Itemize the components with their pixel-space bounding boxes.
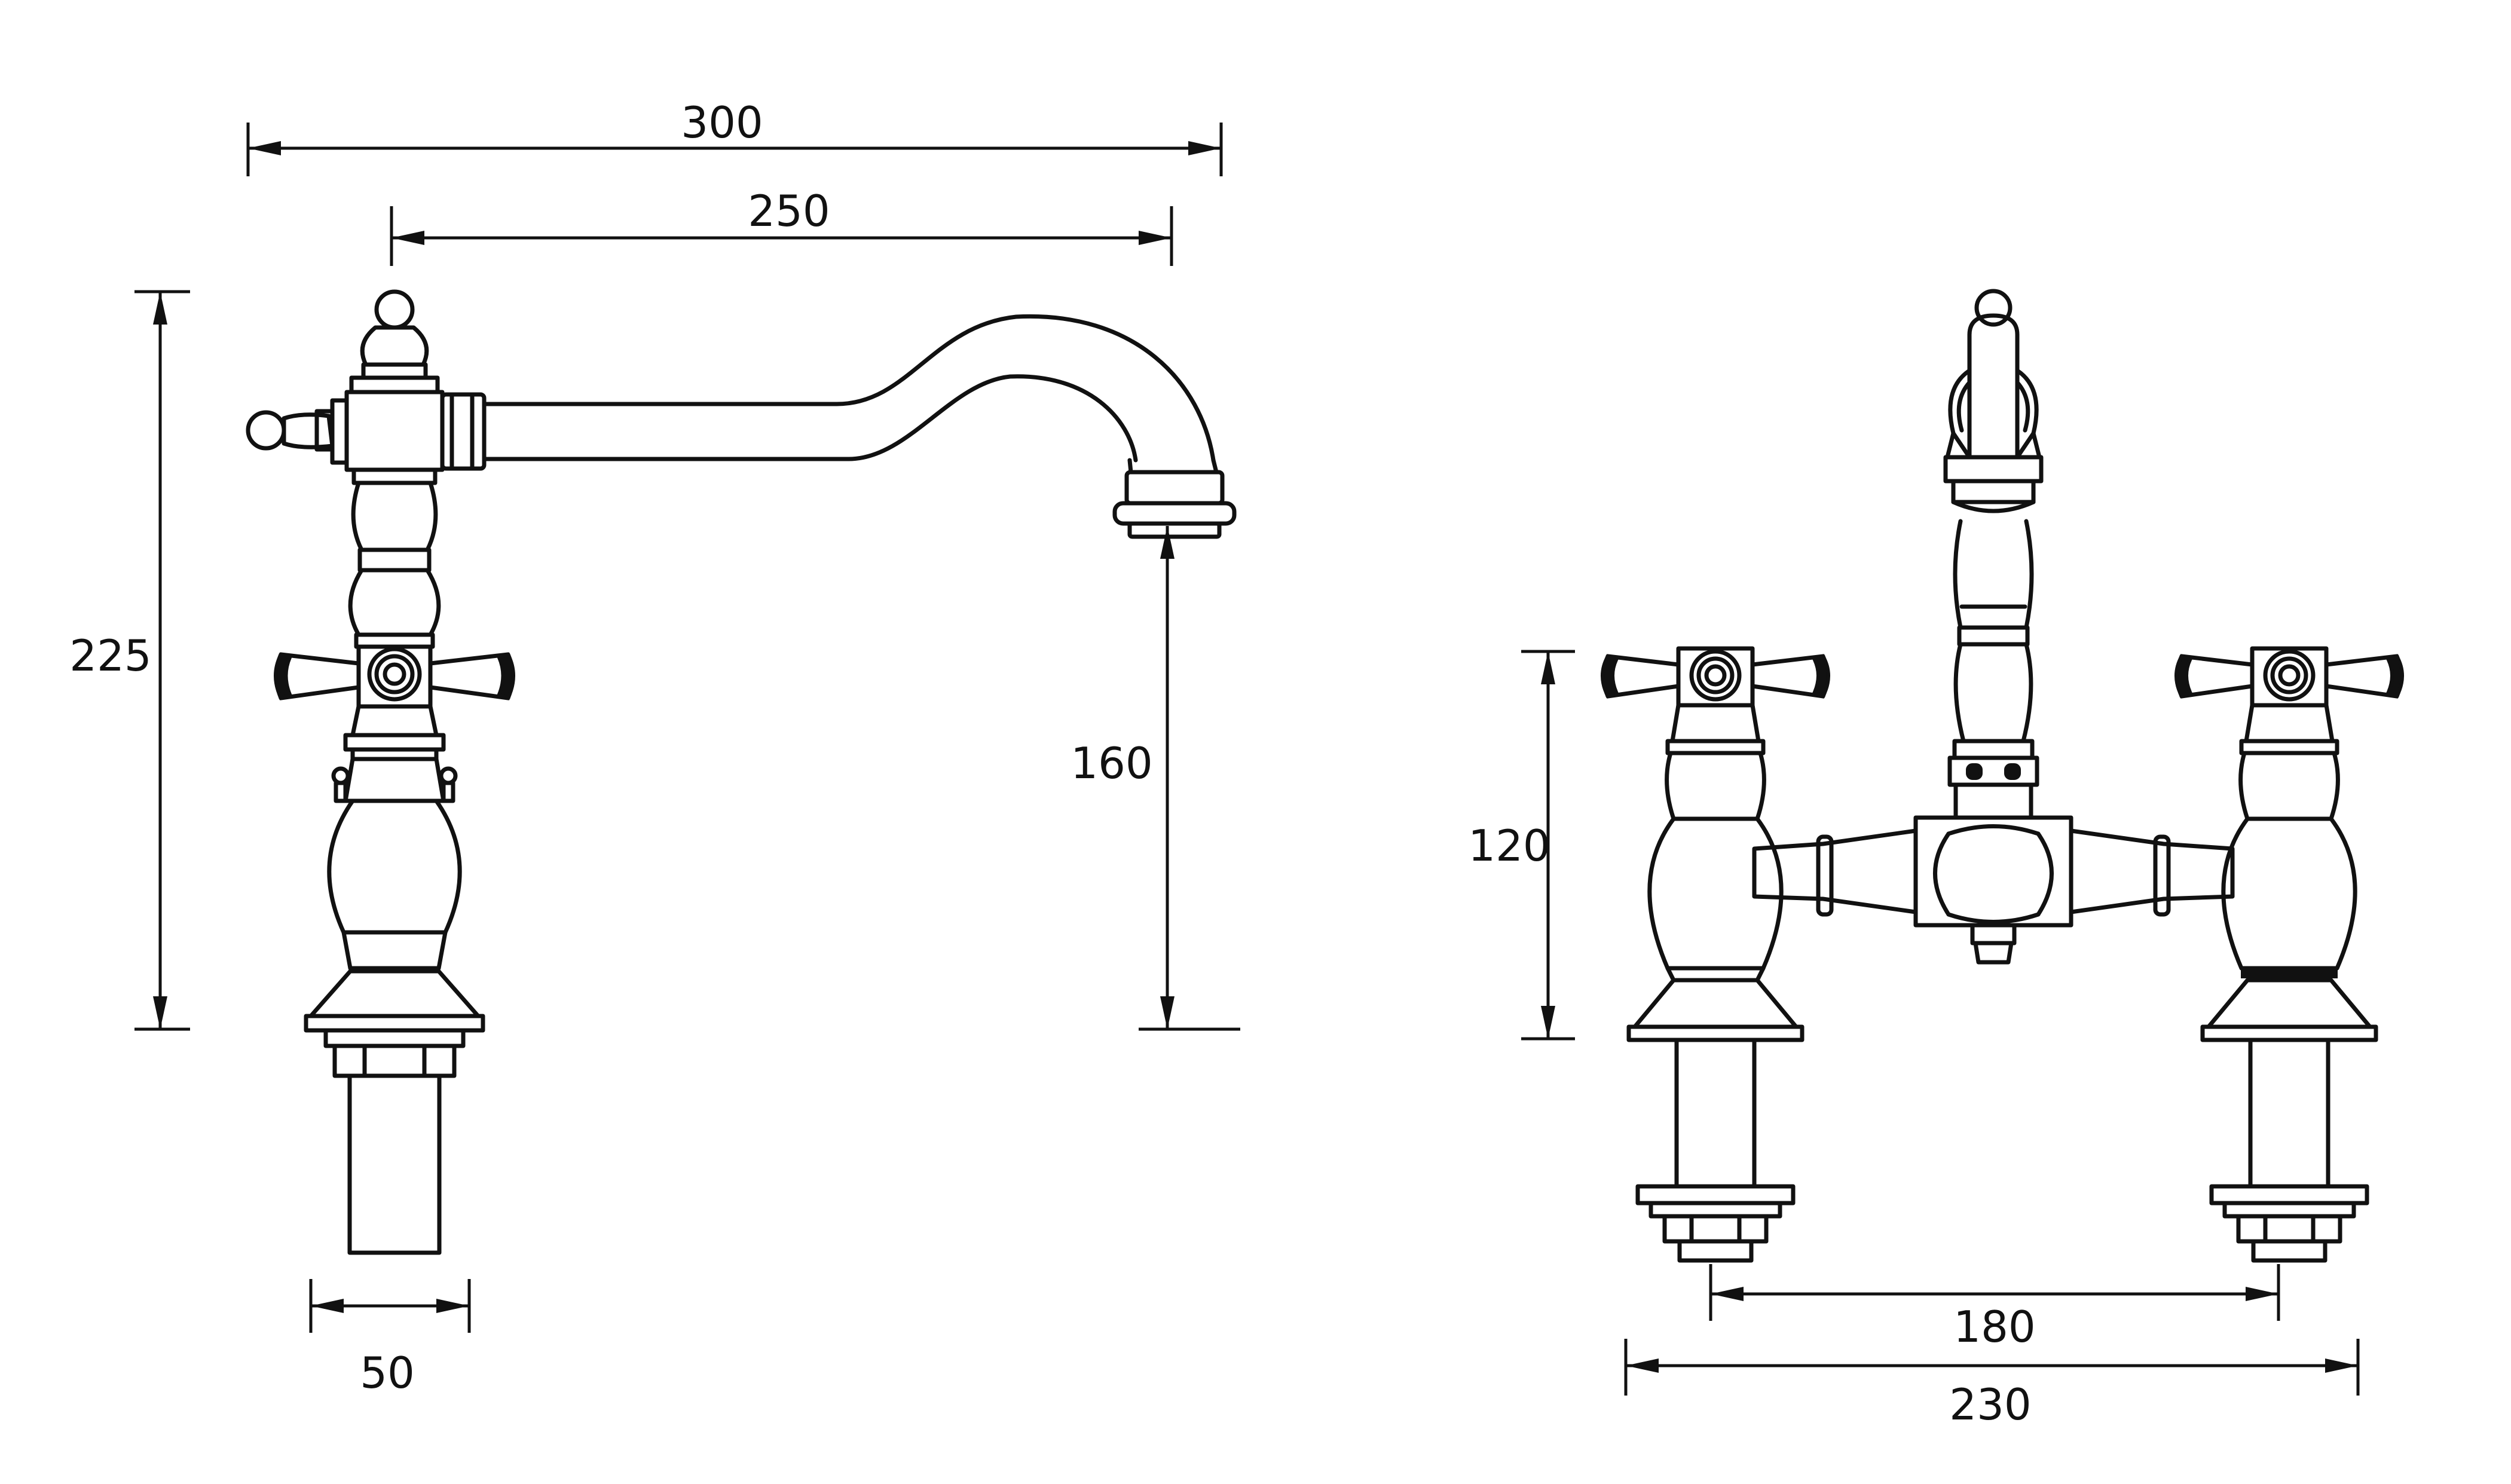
front-left-tap	[1601, 646, 1830, 1263]
front-bridge	[1752, 828, 2235, 917]
dimension-spout-height: 160	[1071, 526, 1240, 1031]
side-cross-handle	[274, 644, 515, 738]
dimension-overall-width: 230	[1624, 1339, 2360, 1430]
side-spout	[482, 314, 1237, 539]
dim-label-120: 120	[1468, 821, 1550, 871]
side-left-knob	[246, 409, 335, 452]
dim-label-250: 250	[748, 186, 830, 236]
dim-label-300: 300	[681, 97, 763, 148]
dim-label-180: 180	[1953, 1302, 2035, 1352]
side-valve	[327, 733, 462, 971]
side-head-block	[330, 390, 487, 485]
dimension-tap-centres: 180	[1709, 1264, 2280, 1352]
front-view: 120 180 230	[1468, 289, 2404, 1430]
front-spout-head	[1943, 289, 2044, 820]
dim-label-50: 50	[360, 1348, 415, 1398]
dimension-spout-reach: 250	[390, 186, 1173, 266]
side-view: 300 250 225 160	[69, 97, 1240, 1398]
dim-label-225: 225	[69, 631, 151, 681]
side-body	[348, 481, 441, 649]
dim-label-230: 230	[1949, 1379, 2031, 1430]
dimension-overall-length: 300	[246, 97, 1223, 176]
side-finial	[349, 289, 440, 394]
dim-label-160: 160	[1071, 738, 1152, 788]
side-base	[304, 969, 485, 1255]
front-right-tap	[2174, 646, 2404, 1263]
front-center-body	[1913, 815, 2073, 965]
dimension-base-width: 50	[309, 1279, 471, 1398]
dimension-handle-height: 120	[1468, 650, 1575, 1041]
dimension-overall-height: 225	[69, 290, 190, 1031]
